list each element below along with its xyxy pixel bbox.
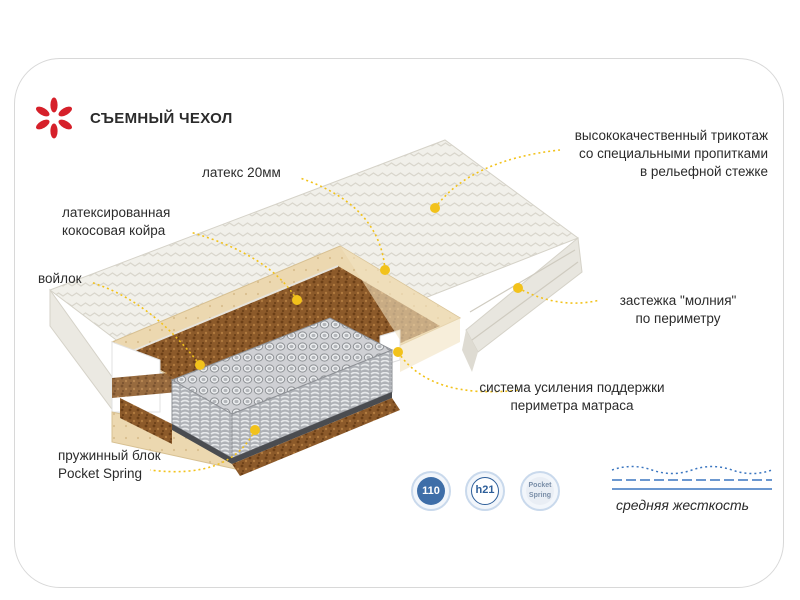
label-latex: латекс 20мм [202,165,281,180]
label-springs-line1: пружинный блок [58,448,161,463]
stiffness-label: средняя жесткость [616,497,750,513]
weight-load-icon: 110 [417,477,445,505]
label-coconut-line1: латексированная [62,205,171,220]
label-knit-line2: со специальными пропитками [578,146,768,161]
card-frame [14,58,784,588]
asterisk-logo-icon [36,97,72,139]
label-springs-line2: Pocket Spring [58,466,143,481]
label-springs: пружинный блок Pocket Spring [58,447,161,483]
label-support-line1: система усиления поддержки [479,380,665,395]
label-coconut-line2: кокосовая койра [62,223,166,238]
label-zipper-line1: застежка "молния" [619,293,737,308]
spring-type-badge: Pocket Spring [520,471,560,511]
label-zipper-line2: по периметру [635,311,721,326]
label-knit-line1: высококачественный трикотаж [574,128,768,143]
height-badge: h21 [465,471,505,511]
spring-type-icon: Pocket Spring [526,477,554,505]
height-icon: h21 [471,477,499,505]
label-felt: войлок [38,271,82,286]
weight-load-badge: 110 [411,471,451,511]
label-support-line2: периметра матраса [510,398,634,413]
page-title: СЪЕМНЫЙ ЧЕХОЛ [90,110,233,127]
label-knit-line3: в рельефной стежке [639,164,768,179]
label-coconut: латексированная кокосовая койра [62,204,170,240]
label-knit: высококачественный трикотаж со специальн… [575,127,768,181]
label-zipper: застежка "молния" по периметру [598,292,758,328]
label-support: система усиления поддержки периметра мат… [462,379,682,415]
